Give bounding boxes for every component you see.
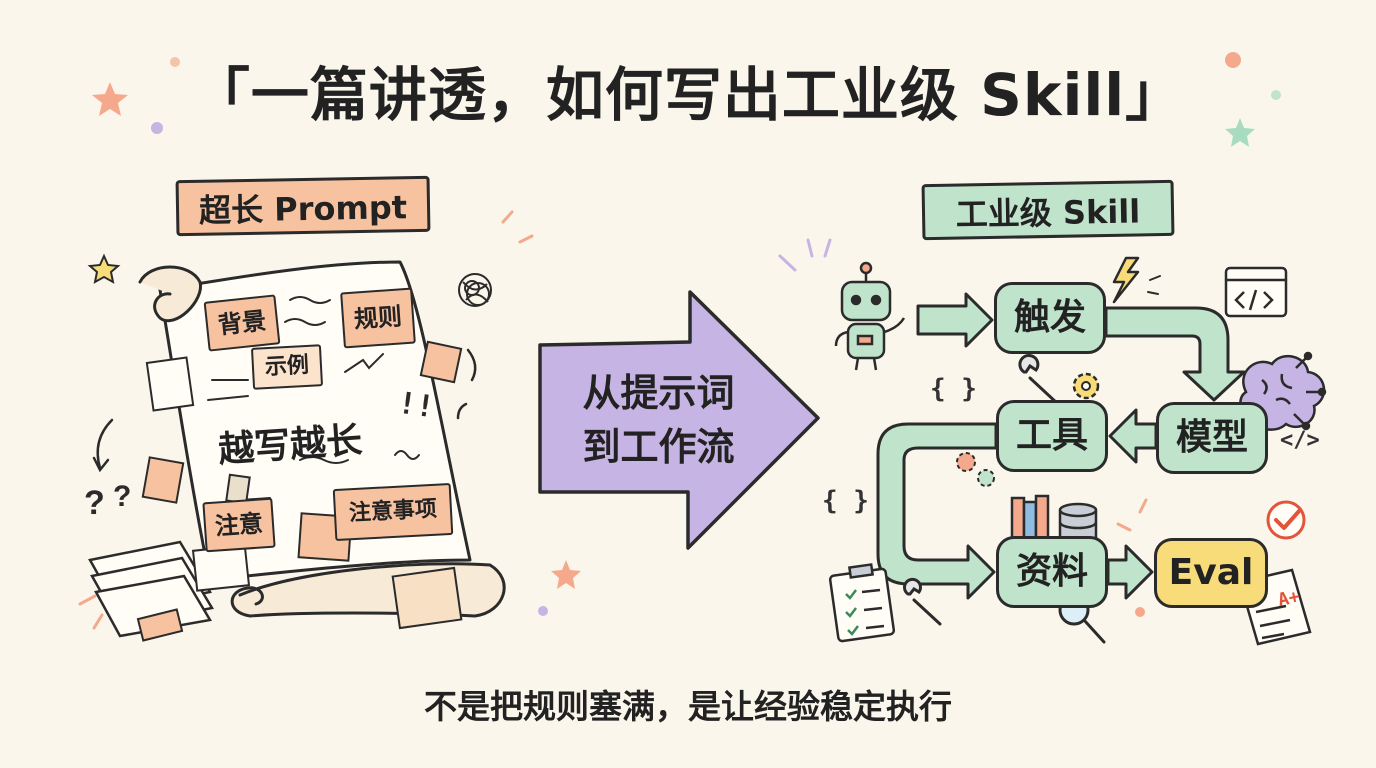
star-icon [92, 82, 128, 116]
robot-icon [834, 261, 906, 371]
dot-icon [1225, 52, 1241, 68]
sticky-note-rules: 规则 [340, 287, 416, 349]
arrow-text-line1: 从提示词 [582, 371, 735, 415]
gear-icon [1072, 372, 1100, 400]
star-icon [1225, 118, 1255, 147]
wrench-icon [903, 577, 942, 626]
curved-arrow-icon [466, 348, 477, 382]
code-window-icon [1224, 266, 1288, 318]
dot-icon [151, 122, 163, 134]
dot-icon [1271, 90, 1281, 100]
sticky-note-caution: 注意 [202, 497, 276, 553]
lightning-icon [1112, 256, 1140, 304]
node-materials: 资料 [996, 536, 1108, 608]
checkmark-badge-icon [1266, 500, 1306, 540]
code-symbol-icon: </> [1280, 428, 1320, 453]
braces-icon: { } [822, 486, 869, 516]
gear-icon [956, 452, 995, 487]
node-model: 模型 [1156, 402, 1268, 474]
dot-icon [538, 606, 548, 616]
paper-stack-icon [88, 540, 214, 638]
arrow-text-line2: 到工作流 [582, 425, 735, 469]
scroll-growing-text: 越写越长 [216, 420, 364, 471]
books-icon [1010, 494, 1050, 540]
star-icon [87, 253, 121, 284]
exclamation-icon: !! [395, 385, 437, 426]
braces-icon: { } [930, 374, 977, 404]
grade-icon: A+ [1276, 585, 1302, 612]
dot-icon [1135, 607, 1145, 617]
burst-lines [78, 210, 1148, 630]
page-subtitle: 不是把规则塞满，是让经验稳定执行 [424, 687, 952, 726]
clipboard-icon [828, 563, 896, 643]
question-mark-icon: ? [113, 480, 131, 513]
long-prompt-label: 超长 Prompt [175, 175, 431, 237]
decorative-sparkles [78, 52, 1281, 630]
node-eval: Eval [1154, 538, 1268, 608]
transform-arrow [538, 290, 820, 550]
database-icon [1058, 502, 1098, 546]
star-icon [551, 560, 581, 589]
node-trigger: 触发 [994, 282, 1106, 354]
sticky-note-examples: 示例 [250, 344, 324, 390]
chaos-scribble-icon [458, 273, 492, 307]
wrench-icon [1018, 354, 1060, 406]
page-title: 「一篇讲透，如何写出工业级 Skill」 [191, 61, 1185, 129]
sticky-note-precautions: 注意事项 [332, 482, 454, 542]
dot-icon [170, 57, 180, 67]
curved-arrow-icon [96, 418, 114, 470]
sticky-note-background: 背景 [203, 294, 281, 352]
question-mark-icon: ? [84, 484, 105, 522]
industrial-skill-label: 工业级 Skill [921, 179, 1175, 241]
node-tools: 工具 [996, 400, 1108, 472]
workflow-arrows [876, 292, 1246, 600]
